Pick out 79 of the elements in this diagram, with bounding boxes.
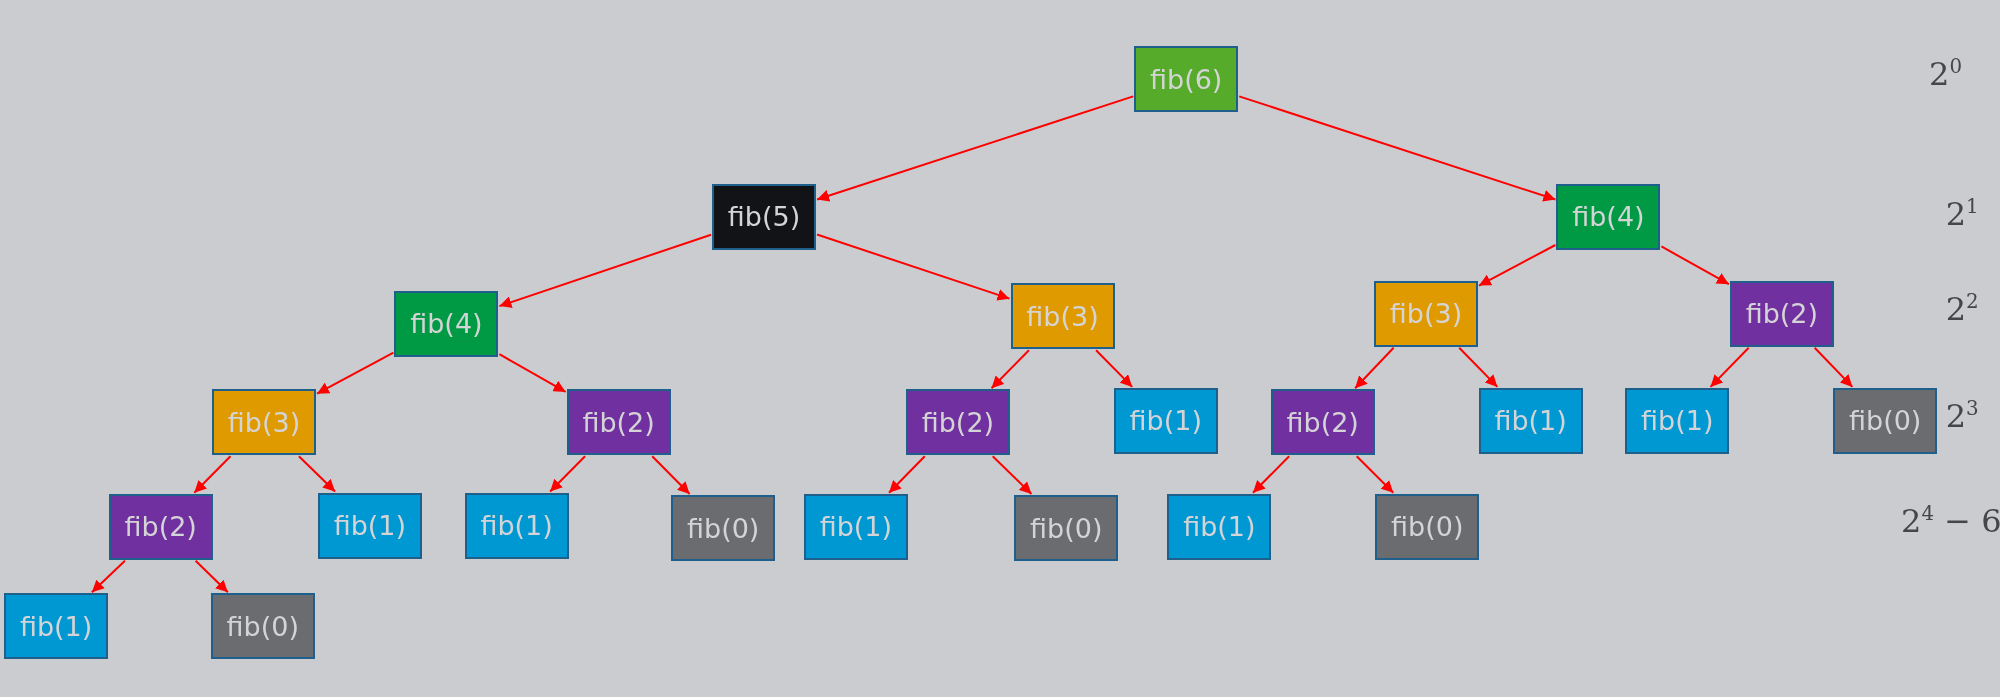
call-box bbox=[4, 593, 109, 660]
call-label: fib(1) bbox=[1183, 511, 1256, 543]
call-box bbox=[1729, 280, 1834, 347]
call-box bbox=[1134, 46, 1239, 113]
arrow bbox=[90, 559, 126, 594]
call-box bbox=[464, 492, 569, 559]
arrow bbox=[1238, 95, 1557, 202]
call-box bbox=[1167, 493, 1272, 560]
arrow bbox=[1458, 346, 1499, 388]
arrow bbox=[1355, 455, 1395, 494]
call-label: fib(3) bbox=[1389, 298, 1463, 330]
call-label: fib(3) bbox=[227, 406, 301, 438]
call-label: fib(4) bbox=[410, 308, 483, 340]
call-box bbox=[317, 492, 422, 559]
call-box bbox=[1833, 387, 1938, 454]
call-label: fib(2) bbox=[124, 511, 197, 543]
arrow bbox=[888, 455, 926, 494]
arrow bbox=[316, 351, 395, 395]
call-box bbox=[803, 493, 908, 560]
call-label: fib(1) bbox=[19, 610, 93, 642]
arrow bbox=[498, 233, 713, 308]
call-box bbox=[1478, 387, 1583, 454]
call-box bbox=[212, 389, 316, 456]
call-label: fib(1) bbox=[1641, 405, 1714, 437]
arrow bbox=[1813, 346, 1854, 388]
level-count: 2$^{1}$ bbox=[1945, 195, 1979, 234]
arrow bbox=[297, 455, 337, 493]
call-label: fib(5) bbox=[727, 201, 801, 233]
call-label: fib(0) bbox=[687, 512, 760, 544]
call-label: fib(2) bbox=[921, 406, 995, 438]
level-count: 2$^{3}$ bbox=[1945, 396, 1979, 435]
call-label: fib(1) bbox=[480, 510, 553, 541]
call-box bbox=[1270, 389, 1375, 456]
call-box bbox=[566, 389, 671, 456]
arrow bbox=[651, 455, 691, 496]
call-box bbox=[1014, 495, 1119, 562]
call-box bbox=[671, 495, 776, 562]
arrow bbox=[1095, 349, 1134, 388]
call-box bbox=[1375, 493, 1480, 560]
arrow bbox=[816, 95, 1135, 202]
call-label: fib(2) bbox=[582, 406, 655, 438]
call-label: fib(3) bbox=[1026, 300, 1099, 332]
call-label: fib(1) bbox=[1129, 405, 1202, 437]
call-box bbox=[1113, 387, 1218, 454]
call-box bbox=[905, 389, 1010, 456]
level-count: 2$^{0}$ bbox=[1929, 55, 1963, 94]
call-label: fib(4) bbox=[1572, 201, 1645, 233]
call-label: fib(0) bbox=[1391, 511, 1464, 543]
arrow bbox=[549, 455, 587, 493]
arrow bbox=[991, 455, 1033, 496]
arrow bbox=[498, 353, 567, 393]
call-box bbox=[1556, 183, 1661, 250]
call-label: fib(0) bbox=[1849, 405, 1922, 437]
call-box bbox=[1374, 280, 1478, 347]
call-label: fib(0) bbox=[226, 610, 299, 642]
arrow bbox=[193, 455, 232, 494]
call-label: fib(2) bbox=[1745, 298, 1819, 330]
arrow bbox=[1354, 346, 1395, 390]
arrow bbox=[1478, 244, 1557, 287]
call-box bbox=[712, 183, 816, 250]
call-label: fib(1) bbox=[333, 510, 407, 541]
arrow bbox=[816, 233, 1011, 301]
call-label: fib(6) bbox=[1150, 63, 1223, 95]
call-box bbox=[108, 493, 213, 560]
arrow bbox=[990, 349, 1030, 390]
call-label: fib(1) bbox=[1494, 405, 1567, 437]
level-count: 2$^{2}$ bbox=[1945, 289, 1979, 328]
arrow bbox=[1251, 455, 1291, 494]
arrow bbox=[1660, 245, 1730, 286]
call-label: fib(2) bbox=[1286, 406, 1359, 438]
call-box bbox=[1010, 283, 1115, 350]
level-count: 2$^{4}$ − 6 bbox=[1901, 501, 2000, 540]
call-box bbox=[210, 593, 315, 660]
arrow bbox=[1709, 346, 1750, 388]
call-label: fib(0) bbox=[1030, 512, 1103, 544]
call-box bbox=[1625, 387, 1730, 454]
call-label: fib(1) bbox=[819, 511, 893, 543]
call-box bbox=[394, 290, 499, 357]
arrow bbox=[194, 559, 229, 594]
